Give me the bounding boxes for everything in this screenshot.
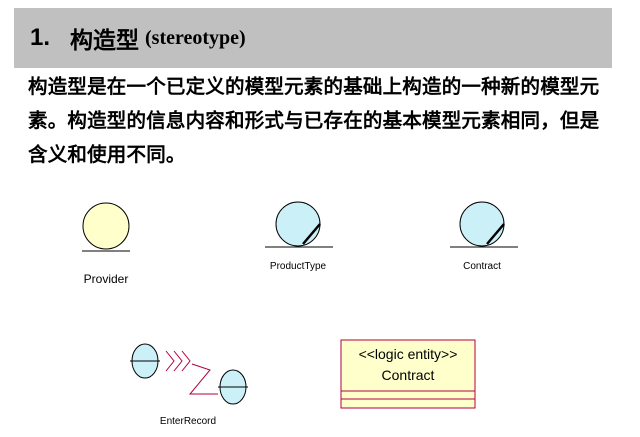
- title-chinese: 构造型: [70, 28, 140, 54]
- class-name-label: Contract: [382, 367, 435, 383]
- enter-record-label: EnterRecord: [160, 416, 216, 427]
- provider-label: Provider: [84, 272, 129, 286]
- product-type-label: ProductType: [270, 261, 327, 272]
- title-bar: 1. 构造型 (stereotype): [14, 8, 612, 68]
- class-stereotype-label: <<logic entity>>: [359, 346, 458, 362]
- contract-entity-label: Contract: [463, 261, 501, 272]
- product-type-entity-symbol: [265, 201, 333, 248]
- logic-entity-class-box: [340, 339, 476, 409]
- enter-record-symbol: [130, 343, 248, 405]
- contract-entity-symbol: [450, 201, 518, 248]
- title-number: 1.: [30, 24, 51, 51]
- provider-symbol: [82, 202, 130, 252]
- title-english: (stereotype): [145, 26, 246, 49]
- description-paragraph: 构造型是在一个已定义的模型元素的基础上构造的一种新的模型元素。构造型的信息内容和…: [28, 75, 600, 166]
